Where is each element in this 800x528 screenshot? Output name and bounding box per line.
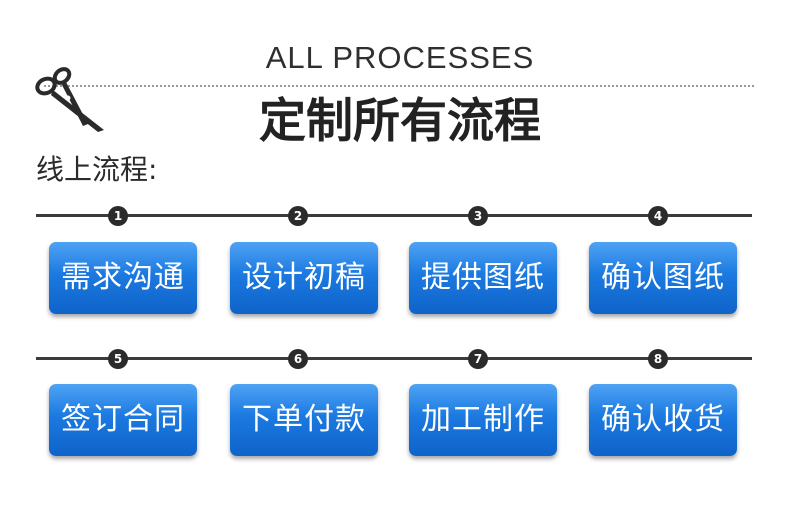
step-number-1: 1 [108,206,128,226]
step-number-5: 5 [108,349,128,369]
step-button-1[interactable]: 需求沟通 [49,242,197,314]
step-number-4: 4 [648,206,668,226]
step-button-2[interactable]: 设计初稿 [230,242,378,314]
step-number-2: 2 [288,206,308,226]
step-number-8: 8 [648,349,668,369]
step-button-3[interactable]: 提供图纸 [409,242,557,314]
scissors-icon [35,67,104,132]
page-title-english: ALL PROCESSES [265,40,535,75]
step-number-6: 6 [288,349,308,369]
title-divider [44,85,754,87]
step-number-3: 3 [468,206,488,226]
step-button-8[interactable]: 确认收货 [589,384,737,456]
step-button-4[interactable]: 确认图纸 [589,242,737,314]
step-row-2-line [36,357,752,360]
step-number-7: 7 [468,349,488,369]
step-button-7[interactable]: 加工制作 [409,384,557,456]
step-button-6[interactable]: 下单付款 [230,384,378,456]
step-row-1-line [36,214,752,217]
section-subheading: 线上流程: [36,153,158,186]
page-title-chinese: 定制所有流程 [259,94,541,149]
step-button-5[interactable]: 签订合同 [49,384,197,456]
